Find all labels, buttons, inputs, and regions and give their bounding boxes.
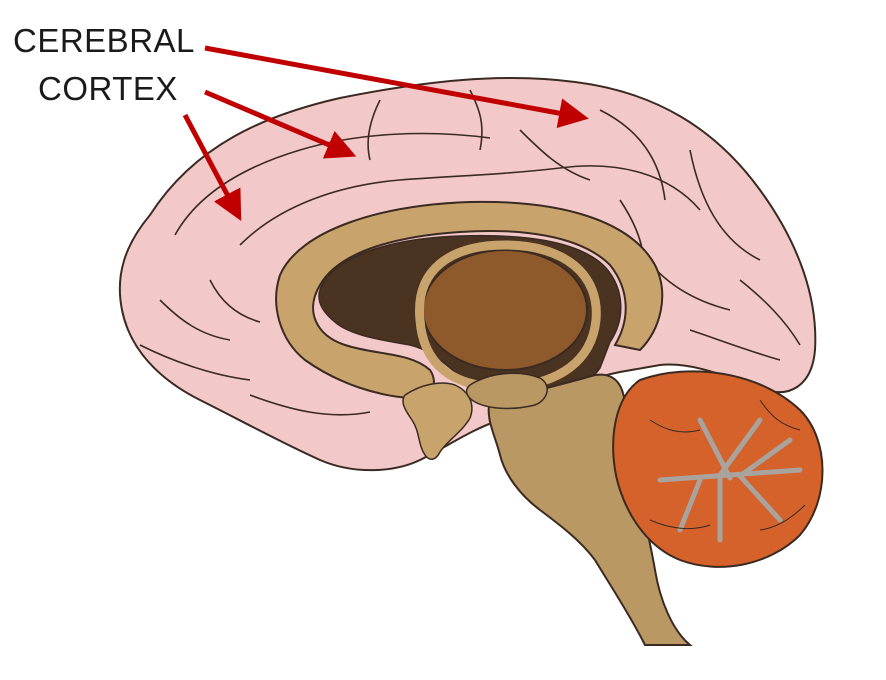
thalamus xyxy=(422,249,588,371)
cerebellum xyxy=(612,370,824,568)
fornix xyxy=(402,382,473,460)
cerebral-cortex-label-line-2: CORTEX xyxy=(38,70,178,107)
cortex-sulci xyxy=(139,89,801,416)
midbrain-nucleus xyxy=(465,372,548,410)
thalamus-rim xyxy=(415,240,601,392)
cerebellum-folia xyxy=(649,399,806,531)
pointer-arrows xyxy=(182,45,589,221)
cerebral-cortex-label-line-1: CEREBRAL xyxy=(13,22,195,59)
arrow-anterior xyxy=(182,113,242,221)
arrow-posterior xyxy=(204,45,589,128)
arrow-middle xyxy=(204,89,357,159)
brainstem xyxy=(487,373,693,646)
arbor-vitae xyxy=(657,417,803,543)
